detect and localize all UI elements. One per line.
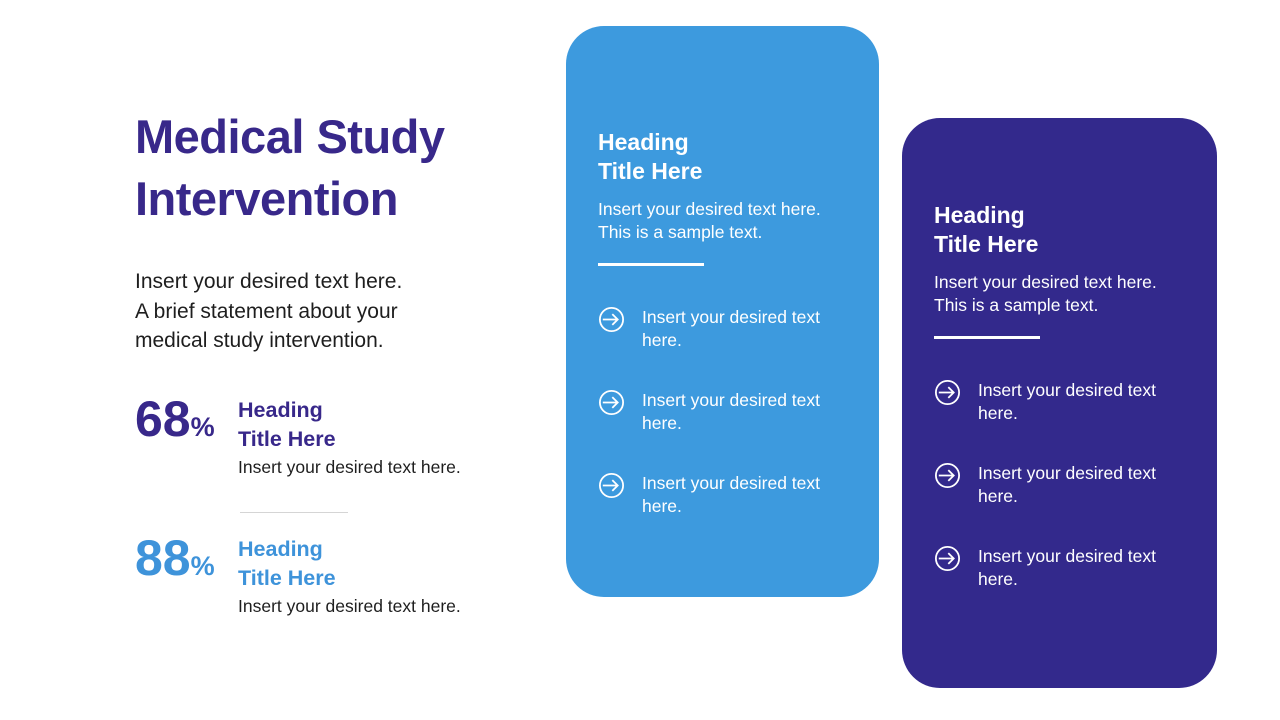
card-heading: Heading Title Here	[934, 201, 1189, 258]
slide-title: Medical Study Intervention	[135, 110, 445, 225]
slide-description-line: Insert your desired text here.	[135, 270, 403, 293]
list-item: Insert your desired text here.	[934, 379, 1189, 425]
bullet-text: Insert your desired text here.	[978, 546, 1156, 589]
card-heading-line: Heading	[934, 202, 1025, 228]
card-body-line: Insert your desired text here.	[598, 199, 821, 219]
card-heading: Heading Title Here	[598, 128, 851, 185]
card-divider-line	[934, 336, 1040, 339]
arrow-circle-right-icon	[934, 462, 961, 489]
stat-number-text: 68	[135, 391, 191, 447]
stat-info: Heading Title Here Insert your desired t…	[238, 394, 461, 479]
stat-number-text: 88	[135, 530, 191, 586]
bullet-text: Insert your desired text here.	[642, 307, 820, 350]
bullet-text: Insert your desired text here.	[978, 380, 1156, 423]
stat-heading: Heading Title Here	[238, 396, 461, 453]
list-item: Insert your desired text here.	[598, 389, 851, 435]
card-body-line: This is a sample text.	[934, 294, 1099, 315]
slide-description-line: medical study intervention.	[135, 329, 384, 352]
bullet-text: Insert your desired text here.	[978, 463, 1156, 506]
stat-description: Insert your desired text here.	[238, 457, 461, 477]
slide-description: Insert your desired text here. A brief s…	[135, 267, 402, 356]
stat-heading-line: Title Here	[238, 565, 336, 590]
bullet-list: Insert your desired text here. Insert yo…	[934, 379, 1189, 591]
arrow-circle-right-icon	[934, 545, 961, 572]
stat-block-68: 68% Heading Title Here Insert your desir…	[135, 394, 461, 479]
list-item: Insert your desired text here.	[934, 462, 1189, 508]
stat-percent-sign: %	[190, 551, 215, 581]
card-heading-line: Title Here	[934, 230, 1039, 257]
list-item: Insert your desired text here.	[598, 306, 851, 352]
bullet-list: Insert your desired text here. Insert yo…	[598, 306, 851, 518]
card-heading-line: Title Here	[598, 157, 703, 184]
arrow-circle-right-icon	[598, 306, 625, 333]
stat-heading-line: Heading	[238, 398, 323, 422]
list-item: Insert your desired text here.	[934, 545, 1189, 591]
stat-value: 88%	[135, 533, 238, 618]
slide-description-line: A brief statement about your	[135, 299, 398, 323]
arrow-circle-right-icon	[934, 379, 961, 406]
stat-heading: Heading Title Here	[238, 535, 461, 592]
stat-description: Insert your desired text here.	[238, 596, 461, 616]
card-body-line: Insert your desired text here.	[934, 272, 1157, 292]
stat-heading-line: Title Here	[238, 426, 336, 451]
card-body-line: This is a sample text.	[598, 221, 763, 242]
stat-percent-sign: %	[190, 412, 215, 442]
stat-block-88: 88% Heading Title Here Insert your desir…	[135, 533, 461, 618]
card-heading-line: Heading	[598, 129, 689, 155]
arrow-circle-right-icon	[598, 472, 625, 499]
list-item: Insert your desired text here.	[598, 472, 851, 518]
card-body-text: Insert your desired text here. This is a…	[934, 271, 1189, 316]
info-card-blue: Heading Title Here Insert your desired t…	[566, 26, 879, 597]
bullet-text: Insert your desired text here.	[642, 473, 820, 516]
stat-divider-line	[240, 512, 348, 513]
card-body-text: Insert your desired text here. This is a…	[598, 198, 851, 243]
stat-value: 68%	[135, 394, 238, 479]
arrow-circle-right-icon	[598, 389, 625, 416]
card-divider-line	[598, 263, 704, 266]
stat-heading-line: Heading	[238, 537, 323, 561]
info-card-purple: Heading Title Here Insert your desired t…	[902, 118, 1217, 688]
bullet-text: Insert your desired text here.	[642, 390, 820, 433]
stat-info: Heading Title Here Insert your desired t…	[238, 533, 461, 618]
